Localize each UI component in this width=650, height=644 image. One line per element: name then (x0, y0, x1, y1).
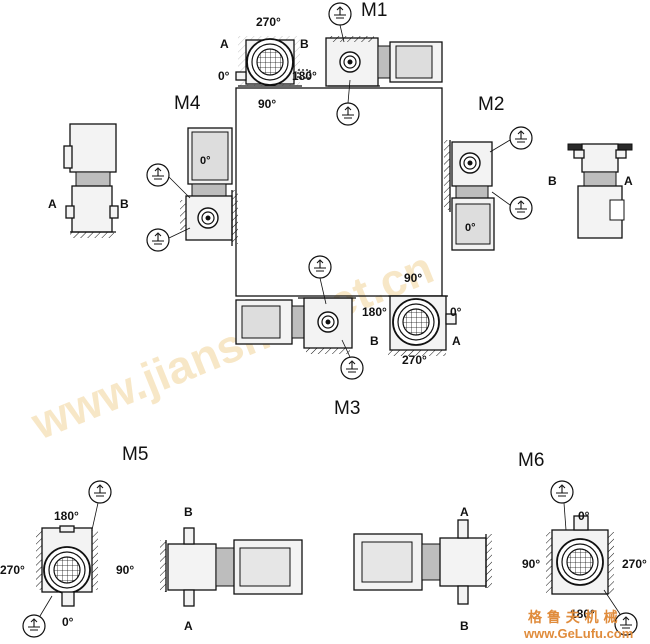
position-label-m3: M3 (334, 398, 360, 419)
brand-cn: 格 鲁 夫 机 械 (528, 609, 618, 626)
side-label-m3-b: B (370, 334, 379, 348)
drain-plug-icon (146, 228, 170, 252)
drain-plug-icon (22, 614, 46, 638)
angle-label-m3-90: 90° (404, 271, 422, 285)
unit-m5-end-view (36, 525, 98, 607)
unit-m1-side-view (325, 36, 443, 87)
position-label-m4: M4 (174, 93, 201, 114)
angle-label-m5-180: 180° (54, 509, 79, 523)
unit-m1-end-view (235, 36, 311, 87)
side-label-m6-b: B (460, 619, 469, 633)
angle-label-m6-90: 90° (522, 557, 540, 571)
oil-level-icon (336, 102, 360, 126)
angle-label-m4-0: 0° (200, 155, 211, 167)
angle-label-m3-0: 0° (450, 305, 462, 319)
side-label-m1-a: A (220, 37, 229, 51)
angle-label-m1-180: 180° (292, 69, 317, 83)
side-label-m4-a: A (48, 197, 57, 211)
angle-label-m5-270: 270° (0, 563, 25, 577)
side-label-m2-a: A (624, 174, 633, 188)
side-label-m3-a: A (452, 334, 461, 348)
position-label-m1: M1 (361, 0, 387, 21)
breather-valve-icon (146, 163, 170, 187)
angle-label-m3-180: 180° (362, 305, 387, 319)
unit-m6-side-view (353, 519, 492, 605)
angle-label-m6-180: 180° (570, 607, 595, 621)
unit-m4-front-view: 0° (180, 127, 238, 246)
breather-valve-icon (509, 126, 533, 150)
angle-label-m5-90: 90° (116, 563, 134, 577)
position-label-m5: M5 (122, 444, 148, 465)
unit-m3-side-view (235, 297, 356, 354)
side-label-m1-b: B (300, 37, 309, 51)
breather-valve-icon (88, 480, 112, 504)
position-label-m2: M2 (478, 94, 504, 115)
angle-label-m6-0: 0° (578, 509, 590, 523)
unit-m6-end-view (546, 515, 614, 595)
unit-m2-side-view (567, 143, 633, 239)
position-label-m6: M6 (518, 450, 544, 471)
side-label-m6-a: A (460, 505, 469, 519)
brand-url: www.GeLufu.com (523, 626, 633, 641)
unit-m4-side-view (63, 123, 119, 238)
angle-label-m3-270: 270° (402, 353, 427, 367)
drain-plug-icon (340, 356, 364, 380)
angle-label-m1-0: 0° (218, 69, 230, 83)
side-label-m4-b: B (120, 197, 129, 211)
unit-m3-end-view (388, 295, 457, 356)
angle-label-m2-0: 0° (465, 222, 476, 234)
breather-valve-icon (550, 480, 574, 504)
unit-m2-front-view: 0° (444, 140, 495, 251)
side-label-m5-b: B (184, 505, 193, 519)
angle-label-m1-270: 270° (256, 15, 281, 29)
breather-valve-icon (328, 2, 352, 26)
drain-plug-icon (509, 196, 533, 220)
unit-m5-side-view (160, 527, 303, 607)
side-label-m5-a: A (184, 619, 193, 633)
side-label-m2-b: B (548, 174, 557, 188)
angle-label-m6-270: 270° (622, 557, 647, 571)
angle-label-m5-0: 0° (62, 615, 74, 629)
oil-level-icon (308, 255, 332, 279)
angle-label-m1-90: 90° (258, 97, 276, 111)
